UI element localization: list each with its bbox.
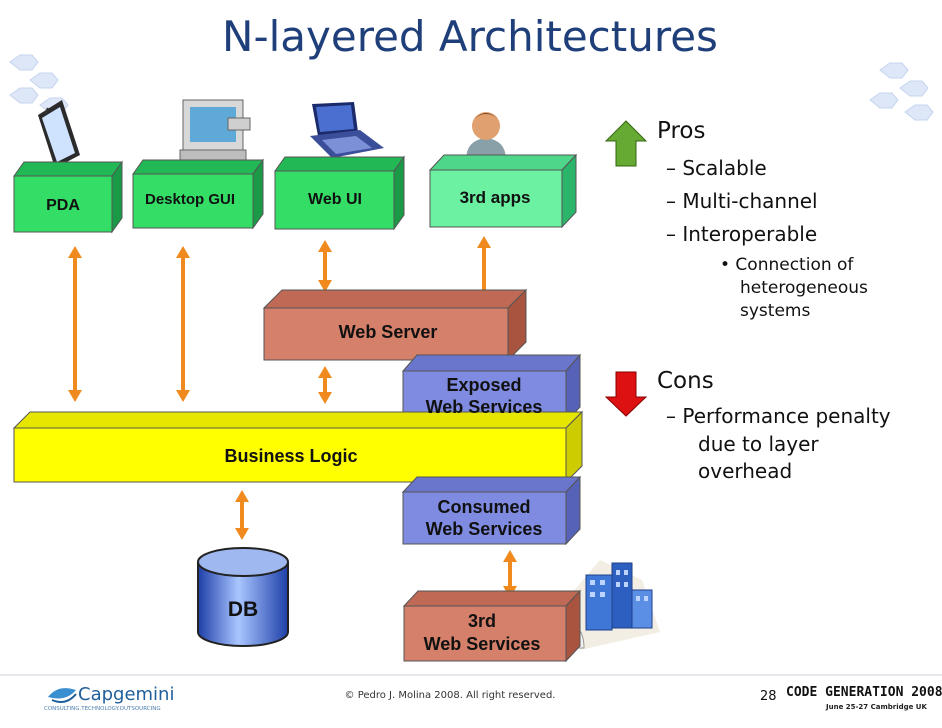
web-ui-label: Web UI xyxy=(308,191,362,208)
exposed-ws-line2: Web Services xyxy=(426,397,543,417)
consumed-ws-line2: Web Services xyxy=(426,519,543,539)
business-to-db-arrow xyxy=(235,490,249,540)
exposed-ws-line1: Exposed xyxy=(446,375,521,395)
svg-text:CONSULTING.TECHNOLOGY.OUTSOURC: CONSULTING.TECHNOLOGY.OUTSOURCING xyxy=(44,706,161,712)
business-logic-label: Business Logic xyxy=(224,446,357,466)
pros-item-scalable: – Scalable xyxy=(666,156,767,180)
office-building-icon xyxy=(566,560,660,650)
page-number: 28 xyxy=(760,689,777,704)
svg-text:Capgemini: Capgemini xyxy=(78,684,174,705)
consumed-web-services-box xyxy=(401,475,582,546)
person-icon xyxy=(466,112,506,160)
consumed-ws-line1: Consumed xyxy=(437,497,530,517)
svg-text:June 25-27 Cambridge UK: June 25-27 Cambridge UK xyxy=(825,703,927,711)
pda-box xyxy=(13,160,123,234)
pros-up-arrow-icon xyxy=(604,120,648,167)
cons-item-line2: due to layer xyxy=(698,432,819,456)
desktop-to-business-arrow xyxy=(176,246,190,402)
hexagon-decoration-right xyxy=(869,62,934,121)
cons-item-line1: – Performance penalty xyxy=(666,404,891,428)
third-web-services-box xyxy=(402,589,582,663)
web-server-label: Web Server xyxy=(339,322,438,342)
pda-label: PDA xyxy=(46,197,80,214)
web-server-box xyxy=(262,288,528,362)
webserver-to-business-arrow xyxy=(318,366,332,404)
pros-item-interoperable: – Interoperable xyxy=(666,222,818,246)
copyright-notice: © Pedro J. Molina 2008. All right reserv… xyxy=(344,690,556,701)
webui-to-webserver-arrow xyxy=(318,240,332,292)
cons-down-arrow-icon xyxy=(604,371,648,417)
pda-to-business-arrow xyxy=(68,246,82,402)
pros-subitem-line2: heterogeneous xyxy=(740,278,868,298)
code-generation-logo: CODE GENERATION 2008 June 25-27 Cambridg… xyxy=(786,685,942,711)
laptop-icon xyxy=(310,102,384,158)
third-ws-line1: 3rd xyxy=(468,611,496,631)
database-cylinder xyxy=(197,547,289,647)
third-apps-box xyxy=(428,153,578,229)
pda-icon xyxy=(38,100,80,168)
third-ws-line2: Web Services xyxy=(424,634,541,654)
third-apps-label: 3rd apps xyxy=(460,188,531,207)
capgemini-logo: Capgemini CONSULTING.TECHNOLOGY.OUTSOURC… xyxy=(44,684,174,712)
pros-heading: Pros xyxy=(657,118,706,144)
business-logic-box xyxy=(12,410,584,484)
pros-item-multi-channel: – Multi-channel xyxy=(666,189,818,213)
web-ui-box xyxy=(274,155,405,231)
pros-subitem-line1: • Connection of xyxy=(720,255,854,275)
cons-heading: Cons xyxy=(657,368,714,394)
pros-subitem-line3: systems xyxy=(740,301,811,321)
slide-title: N-layered Architectures xyxy=(222,12,718,61)
db-label: DB xyxy=(228,598,258,621)
cons-item-line3: overhead xyxy=(698,459,793,483)
desktop-gui-box xyxy=(132,158,264,230)
desktop-gui-label: Desktop GUI xyxy=(145,191,235,208)
svg-text:CODE GENERATION 2008: CODE GENERATION 2008 xyxy=(786,685,942,700)
